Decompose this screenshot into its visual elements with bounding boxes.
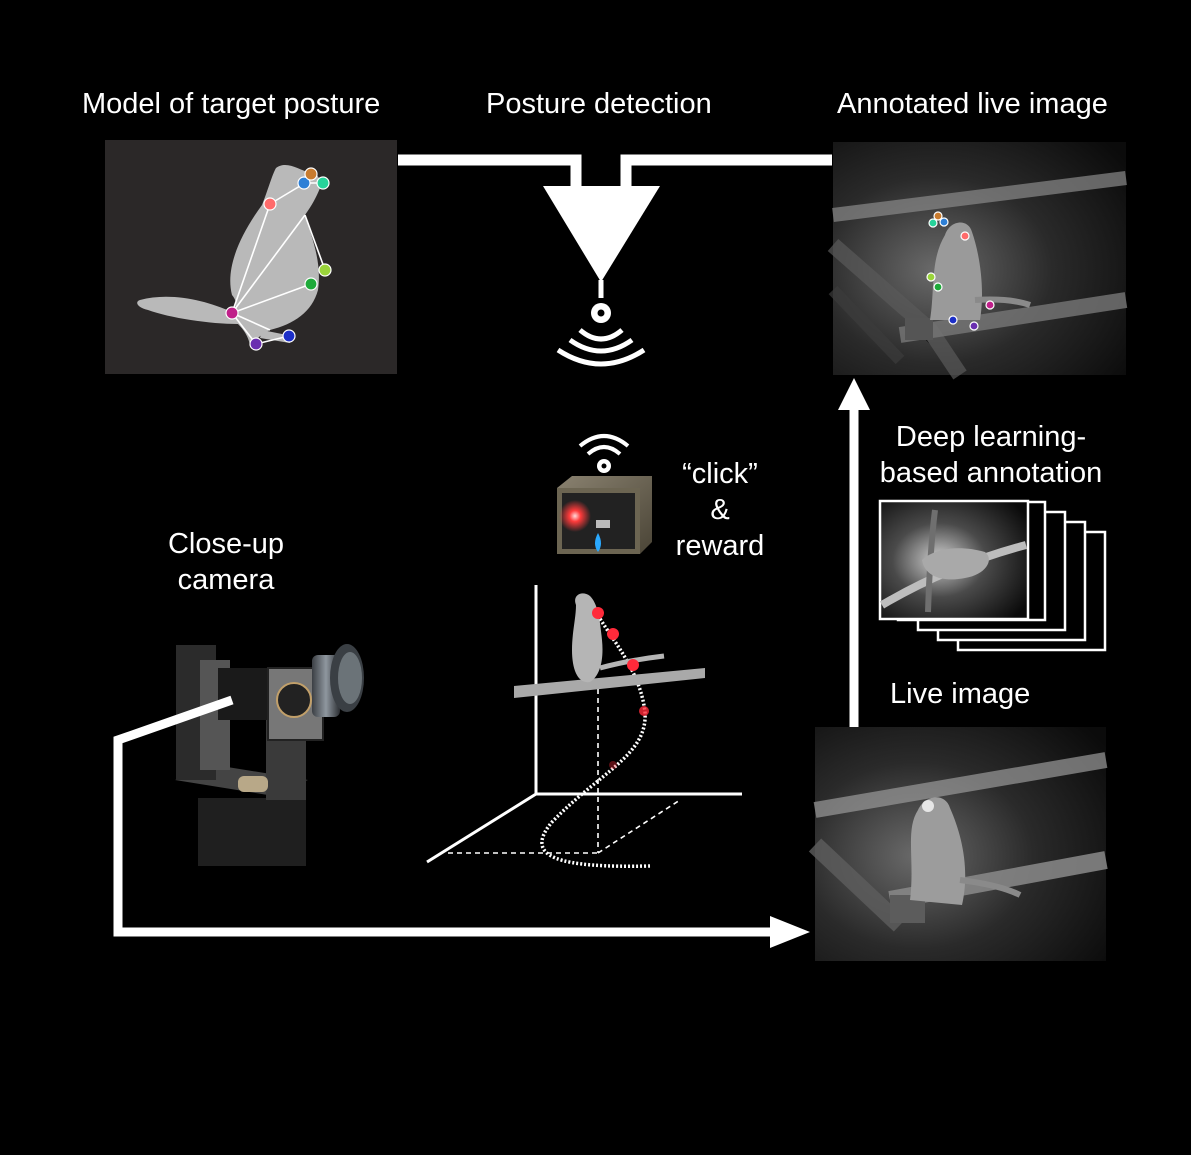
closeup-camera <box>175 644 364 866</box>
frame-stack <box>878 499 1107 652</box>
model-keypoint <box>318 263 332 277</box>
click-line-2: & <box>710 494 730 526</box>
closeup-line-2: camera <box>177 564 275 596</box>
annotated-keypoint <box>960 231 970 241</box>
model-panel <box>105 140 397 374</box>
annotated-keypoints <box>926 211 995 331</box>
trajectory-marker <box>609 761 617 769</box>
model-keypoint <box>263 197 277 211</box>
click-reward-label: “click” & reward <box>664 456 776 564</box>
posture-detection-title: Posture detection <box>486 88 712 120</box>
deep-learning-line-1: Deep learning- <box>895 421 1087 453</box>
reward-box <box>557 434 652 554</box>
model-keypoint <box>282 329 296 343</box>
annotated-live-image-title: Annotated live image <box>837 88 1108 120</box>
detection-funnel-icon <box>543 186 660 282</box>
click-line-1: “click” <box>682 458 758 490</box>
trajectory-marker <box>639 706 649 716</box>
annotated-keypoint <box>933 211 943 221</box>
live-image <box>808 727 1108 961</box>
model-of-target-posture-title: Model of target posture <box>82 88 381 120</box>
annotated-live-image <box>827 142 1128 380</box>
click-line-3: reward <box>675 530 765 562</box>
reward-wireless-icon <box>578 434 630 473</box>
trajectory-marker <box>607 628 619 640</box>
model-keypoint <box>225 306 239 320</box>
model-keypoint <box>297 176 311 190</box>
camera-to-live-connector <box>113 695 810 948</box>
annotated-keypoint <box>926 272 936 282</box>
trajectory-marker <box>592 607 604 619</box>
annotated-keypoint <box>928 218 938 228</box>
perch-bar <box>514 668 705 698</box>
annotated-keypoint <box>985 300 995 310</box>
upward-arrow <box>838 378 870 728</box>
model-keypoint <box>316 176 330 190</box>
annotated-keypoint <box>933 282 943 292</box>
model-keypoint <box>304 167 318 181</box>
deep-learning-line-2: based annotation <box>879 457 1103 489</box>
closeup-line-1: Close-up <box>167 528 285 560</box>
annotated-keypoint <box>939 217 949 227</box>
model-keypoint <box>249 337 263 351</box>
annotated-keypoint <box>969 321 979 331</box>
model-keypoints <box>225 167 332 351</box>
trajectory-markers <box>592 607 649 769</box>
wireless-signal-icon <box>556 303 646 367</box>
annotated-keypoint <box>948 315 958 325</box>
trajectory-animal <box>572 593 665 683</box>
deep-learning-label: Deep learning- based annotation <box>868 419 1114 491</box>
live-image-label: Live image <box>890 678 1031 710</box>
model-keypoint <box>304 277 318 291</box>
trajectory-marker <box>627 659 639 671</box>
detection-connector <box>398 154 832 186</box>
closeup-camera-label: Close-up camera <box>140 526 312 598</box>
